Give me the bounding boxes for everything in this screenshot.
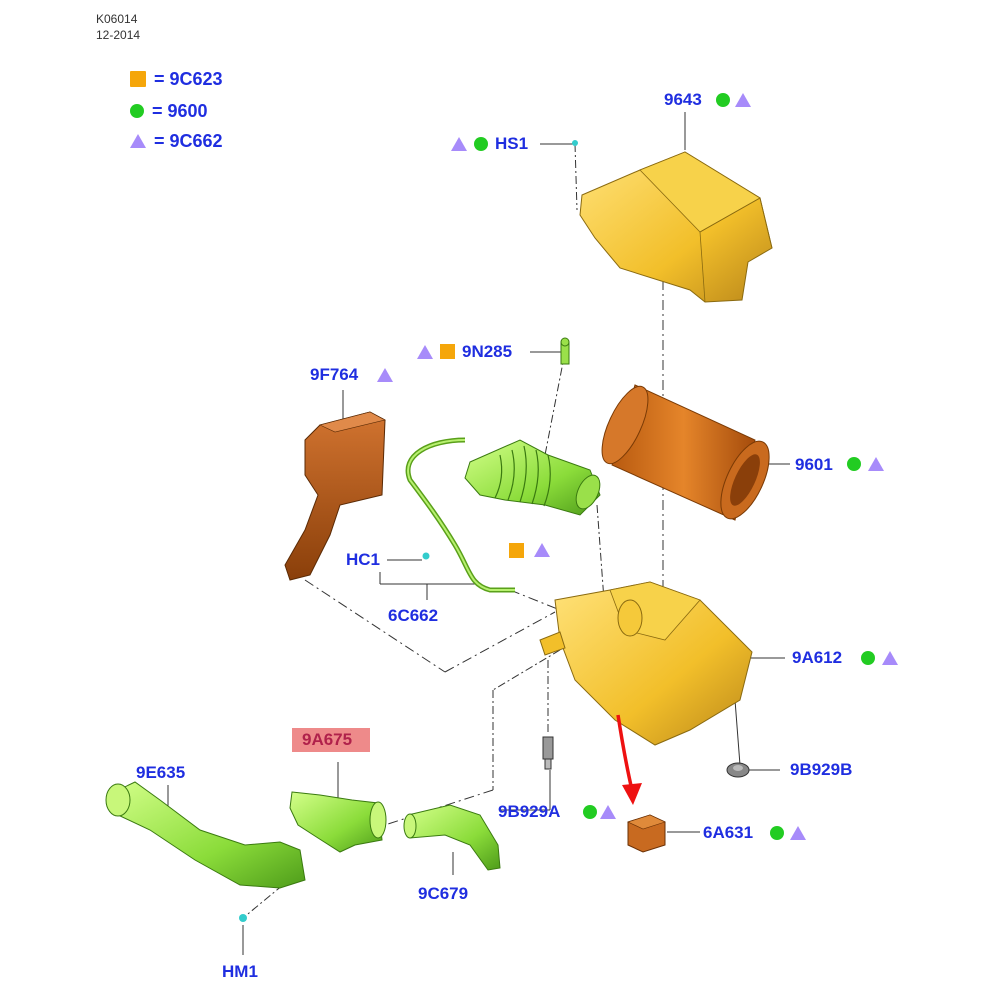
bellows-connector (464, 439, 601, 516)
part-label-9a675-highlighted[interactable]: 9A675 (292, 728, 370, 752)
green-circle-icon (130, 104, 144, 118)
screw-hs1-icon (572, 140, 578, 146)
green-circle-icon (474, 137, 488, 151)
air-filter-element (601, 384, 770, 521)
green-circle-icon (716, 93, 730, 107)
purple-triangle-icon (534, 543, 550, 557)
orange-square-icon (130, 71, 146, 87)
part-label-hm1[interactable]: HM1 (222, 962, 258, 981)
air-cleaner-body (539, 581, 753, 746)
purple-triangle-icon (451, 137, 467, 151)
part-label-9b929b[interactable]: 9B929B (790, 760, 853, 779)
legend-text: = 9600 (152, 100, 208, 121)
resonator (289, 791, 387, 853)
legend-text: = 9C623 (154, 68, 223, 89)
purple-triangle-icon (882, 651, 898, 665)
legend-item-square: = 9C623 (130, 68, 223, 90)
part-label-9b929a[interactable]: 9B929A (498, 802, 561, 821)
orange-square-icon (509, 543, 524, 558)
grommet-b (726, 762, 750, 778)
purple-triangle-icon (130, 134, 146, 148)
part-label-9f764[interactable]: 9F764 (310, 365, 359, 384)
part-label-6a631[interactable]: 6A631 (703, 823, 754, 842)
part-label-hc1[interactable]: HC1 (346, 550, 381, 569)
purple-triangle-icon (790, 826, 806, 840)
intake-duct-brown (284, 411, 386, 581)
legend-text: = 9C662 (154, 130, 223, 151)
clamp-hc1-icon (422, 552, 430, 560)
part-label-9643[interactable]: 9643 (664, 90, 702, 109)
part-label-9601[interactable]: 9601 (795, 455, 833, 474)
intake-tube-curved (403, 804, 501, 871)
grommet-a (542, 736, 554, 770)
legend-item-triangle: = 9C662 (130, 130, 223, 152)
purple-triangle-icon (417, 345, 433, 359)
sensor-block (627, 814, 666, 853)
purple-triangle-icon (868, 457, 884, 471)
leader-lines (167, 112, 790, 955)
air-duct-long (105, 781, 306, 889)
air-cleaner-cover (579, 151, 773, 303)
purple-triangle-icon (600, 805, 616, 819)
part-label-9n285[interactable]: 9N285 (462, 342, 513, 361)
label-symbols (377, 93, 898, 840)
part-label-6c662[interactable]: 6C662 (388, 606, 439, 625)
green-circle-icon (861, 651, 875, 665)
vent-hose (405, 437, 515, 593)
purple-triangle-icon (377, 368, 393, 382)
part-label-9e635[interactable]: 9E635 (136, 763, 186, 782)
green-circle-icon (770, 826, 784, 840)
part-label-9a612[interactable]: 9A612 (792, 648, 843, 667)
part-label-9c679[interactable]: 9C679 (418, 884, 469, 903)
green-circle-icon (847, 457, 861, 471)
green-circle-icon (583, 805, 597, 819)
purple-triangle-icon (735, 93, 751, 107)
orange-square-icon (440, 344, 455, 359)
part-label-hs1[interactable]: HS1 (495, 134, 529, 153)
screw-hm1-icon (239, 914, 247, 922)
legend-item-circle: = 9600 (130, 100, 208, 122)
diagram-date: 12-2014 (96, 28, 141, 42)
diagram-code: K06014 (96, 12, 138, 26)
sensor-9n285 (560, 337, 570, 365)
red-arrow-icon (616, 714, 642, 805)
